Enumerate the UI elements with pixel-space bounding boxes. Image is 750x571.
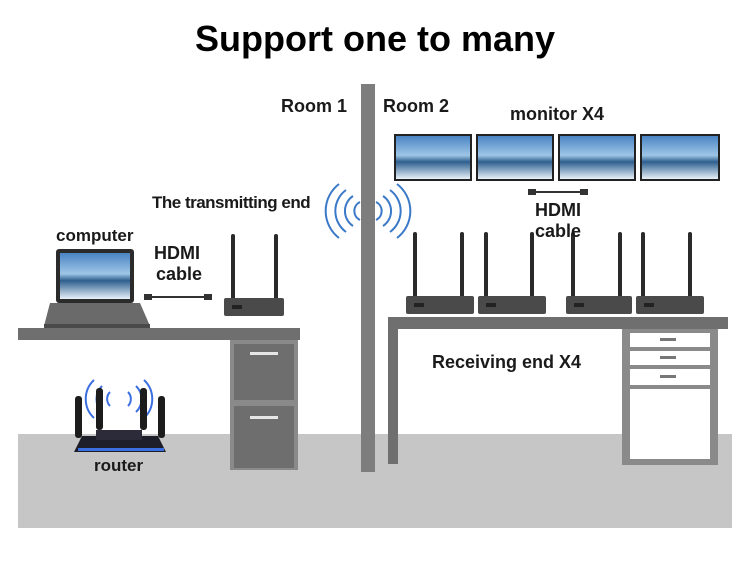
room-2-label: Room 2	[383, 96, 450, 116]
dividing-wall	[361, 84, 375, 472]
hdmi-left-label: HDMI	[154, 243, 200, 263]
monitor-2	[476, 134, 554, 181]
receiver-device-2-icon	[478, 232, 546, 314]
hdmi-cable-right-icon	[528, 189, 588, 195]
diagram-title: Support one to many	[195, 18, 555, 59]
cable-left-label: cable	[156, 264, 203, 284]
computer-label: computer	[56, 226, 134, 245]
receiver-device-4-icon	[636, 232, 704, 314]
hdmi-cable-left-icon	[144, 294, 212, 300]
right-desk	[388, 317, 728, 465]
receivers-label: Receiving end X4	[432, 352, 582, 372]
receiver-device-1-icon	[406, 232, 474, 314]
router-icon	[74, 379, 166, 452]
monitor-4	[640, 134, 720, 181]
laptop-icon	[44, 249, 150, 328]
transmitter-device-icon	[224, 234, 284, 316]
left-desk	[18, 328, 300, 470]
room-1-label: Room 1	[281, 96, 348, 116]
cable-right-label: cable	[535, 221, 582, 241]
wireless-signal-icon	[324, 183, 412, 239]
monitors-label: monitor X4	[510, 104, 605, 124]
receiver-device-3-icon	[566, 232, 632, 314]
hdmi-right-label: HDMI	[535, 200, 581, 220]
monitor-1	[394, 134, 472, 181]
transmitter-label: The transmitting end	[152, 193, 311, 212]
router-label: router	[94, 456, 144, 475]
monitor-3	[558, 134, 636, 181]
